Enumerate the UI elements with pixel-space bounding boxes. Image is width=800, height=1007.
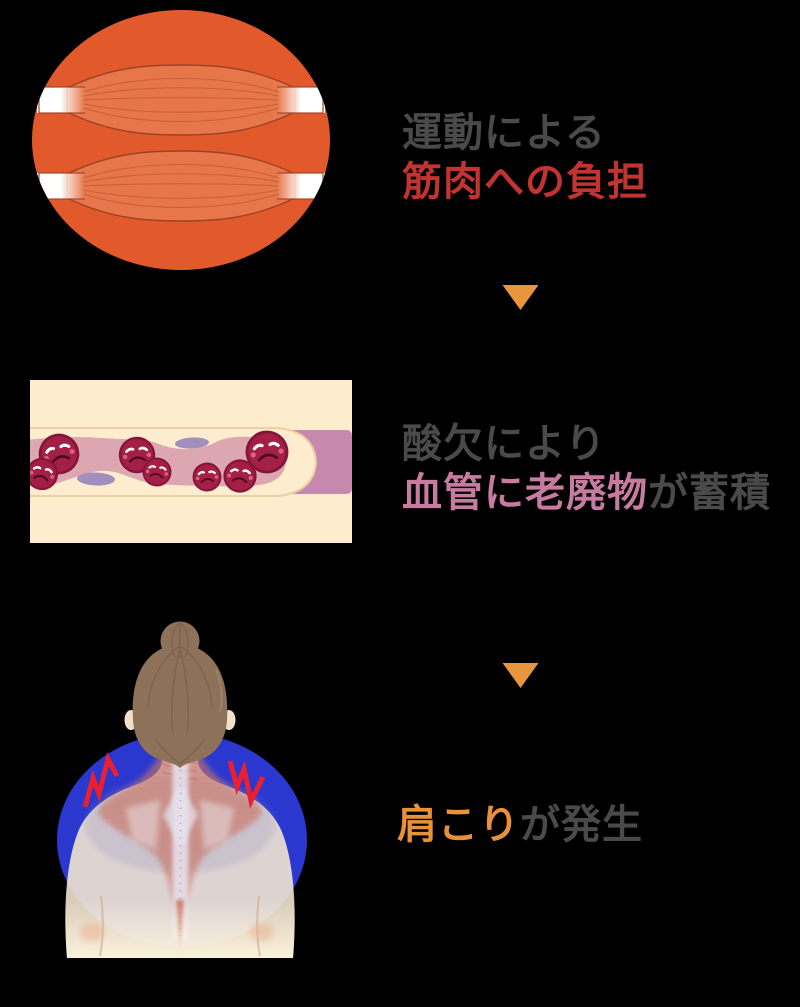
blood-cell: [191, 461, 223, 493]
blood-vessel-illustration: [30, 380, 352, 543]
elbow-blush-left: [80, 923, 104, 941]
hair-back: [132, 644, 228, 768]
muscle-illustration: [32, 10, 330, 270]
hair-strands: [147, 622, 213, 765]
pain-zigzag-icon: [82, 752, 120, 808]
caption-text: 運動による: [402, 111, 606, 155]
step3-caption: 肩こりが発生: [397, 801, 643, 850]
waste-deposit: [77, 472, 115, 486]
caption-text: が発生: [520, 803, 643, 847]
hair-highlight: [215, 669, 223, 713]
caption-text-highlight: 血管に老廃物: [402, 471, 648, 515]
elbow-blush-right: [250, 923, 274, 941]
arrow-down-icon: [502, 285, 539, 310]
shoulder-blade-left: [126, 800, 160, 850]
hair: [132, 621, 228, 768]
waste-deposit: [175, 437, 209, 449]
pain-zigzag-icon: [227, 760, 266, 809]
step2-line2: 血管に老廃物が蓄積: [402, 469, 771, 518]
caption-text: が蓄積: [648, 471, 771, 515]
caption-text: 酸欠により: [402, 422, 607, 466]
step2-line1: 酸欠により: [402, 420, 771, 469]
step1-line1: 運動による: [402, 109, 648, 158]
orange-circle-background: [32, 10, 330, 270]
shoulder-blade-right: [200, 800, 234, 850]
step1-line2: 筋肉への負担: [402, 158, 648, 207]
arrow-down-icon: [502, 663, 539, 688]
step1-caption: 運動による 筋肉への負担: [402, 109, 648, 207]
caption-text-highlight: 肩こり: [397, 803, 520, 847]
step2-caption: 酸欠により 血管に老廃物が蓄積: [402, 420, 771, 518]
woman-back-illustration: [57, 621, 307, 958]
caption-text-highlight: 筋肉への負担: [402, 160, 648, 204]
step3-line1: 肩こりが発生: [397, 801, 643, 850]
